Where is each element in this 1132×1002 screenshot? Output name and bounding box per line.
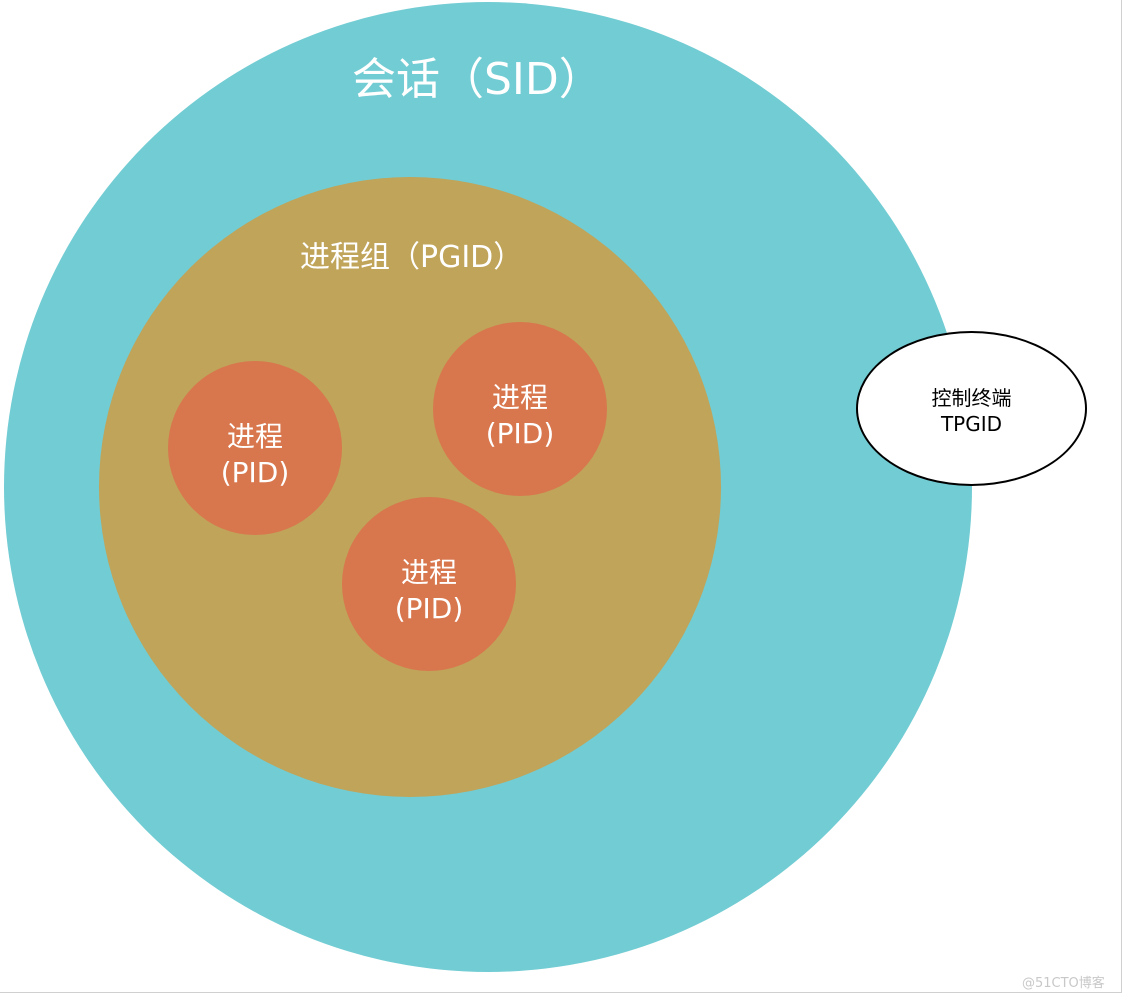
terminal-name-label: 控制终端 bbox=[931, 386, 1012, 410]
process-circle-2: 进程 (PID) bbox=[433, 322, 607, 496]
process-name-label: 进程 bbox=[226, 420, 283, 453]
controlling-terminal-ellipse: 控制终端 TPGID bbox=[856, 331, 1087, 486]
frame-border-bottom bbox=[0, 992, 1122, 993]
process-circle-3: 进程 (PID) bbox=[342, 497, 516, 671]
terminal-id-label: TPGID bbox=[940, 412, 1003, 436]
watermark-text: @51CTO博客 bbox=[1022, 976, 1105, 991]
session-label: 会话（SID） bbox=[352, 54, 603, 105]
process-id-label: (PID) bbox=[394, 592, 464, 625]
process-circle-1: 进程 (PID) bbox=[168, 361, 342, 535]
frame-border-right bbox=[1121, 0, 1122, 993]
process-id-label: (PID) bbox=[220, 456, 290, 489]
process-name-label: 进程 bbox=[400, 556, 457, 589]
process-group-label: 进程组（PGID） bbox=[300, 240, 524, 275]
process-name-label: 进程 bbox=[491, 381, 548, 414]
process-id-label: (PID) bbox=[485, 417, 555, 450]
